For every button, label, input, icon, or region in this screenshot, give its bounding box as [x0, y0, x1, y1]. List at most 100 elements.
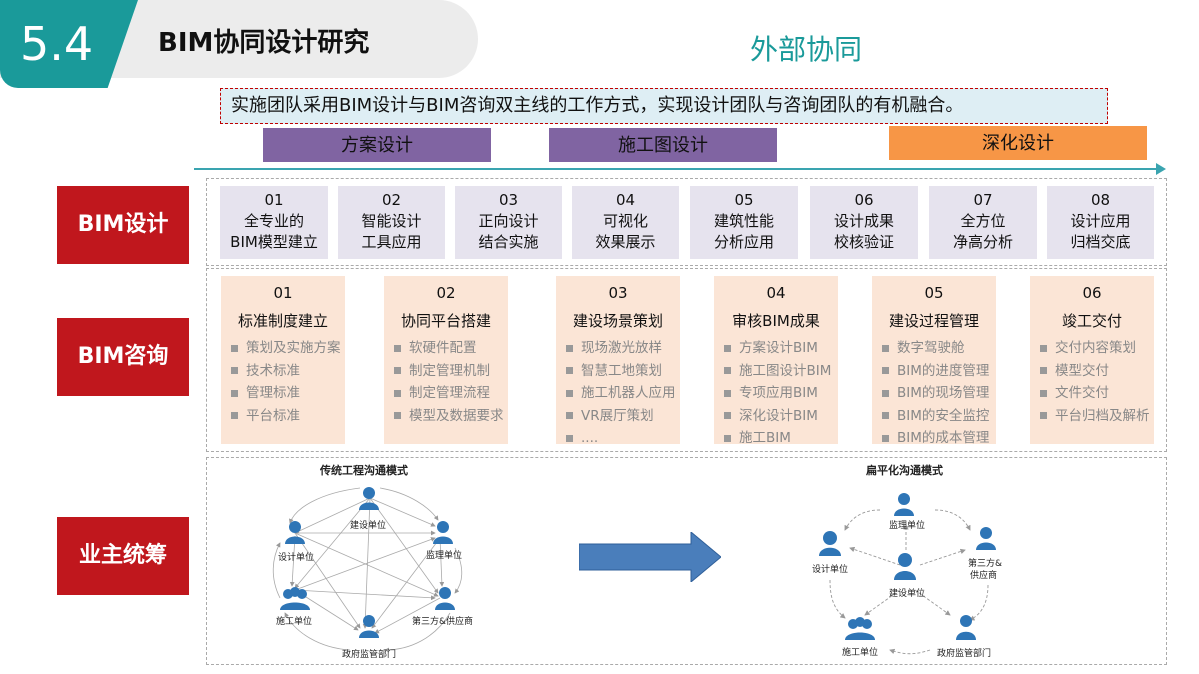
bim-design-card: 04 可视化 效果展示 [572, 186, 679, 259]
timeline-line [194, 168, 1158, 170]
bim-design-card: 06 设计成果 校核验证 [810, 186, 918, 259]
card-line2: 工具应用 [361, 233, 422, 251]
row-label-owner: 业主统筹 [57, 517, 189, 595]
card-line2: 归档交底 [1070, 233, 1131, 251]
card-number: 04 [766, 284, 786, 302]
page-subtitle: 外部协同 [750, 33, 863, 66]
group-icon [280, 587, 310, 610]
list-item: 智慧工地策划 [566, 360, 680, 383]
timeline-arrow-icon [1156, 163, 1166, 175]
bim-design-card: 05 建筑性能 分析应用 [690, 186, 798, 259]
card-line1: 设计成果 [833, 212, 894, 230]
node-label: 监理单位 [889, 521, 926, 531]
list-item: 技术标准 [231, 360, 345, 383]
node-label: 设计单位 [812, 565, 849, 575]
list-item: 施工机器人应用 [566, 382, 680, 405]
card-line1: 正向设计 [478, 212, 539, 230]
card-number: 03 [498, 191, 519, 209]
node-label: 建设单位 [350, 521, 387, 531]
node-label: 施工单位 [842, 648, 879, 658]
intro-banner: 实施团队采用BIM设计与BIM咨询双主线的工作方式，实现设计团队与咨询团队的有机… [220, 88, 1108, 124]
page-title: BIM协同设计研究 [158, 28, 370, 58]
node-label: 政府监管部门 [937, 649, 992, 659]
card-title: 建设过程管理 [888, 312, 979, 330]
list-item: 制定管理机制 [394, 360, 508, 383]
list-item: BIM的现场管理 [882, 382, 996, 405]
card-line2: 结合实施 [478, 233, 539, 251]
list-item: VR展厅策划 [566, 405, 680, 428]
card-line2: 效果展示 [595, 233, 656, 251]
phase-detailed-design: 深化设计 [889, 126, 1147, 160]
person-icon [285, 521, 305, 544]
list-item: 施工图设计BIM [724, 360, 838, 383]
list-item: 模型交付 [1040, 360, 1154, 383]
card-number: 07 [973, 191, 993, 209]
card-number: 01 [264, 191, 284, 209]
group-icon [845, 617, 875, 640]
card-line1: 可视化 [602, 212, 648, 230]
person-icon [359, 615, 379, 638]
list-item: 制定管理流程 [394, 382, 508, 405]
card-title: 审核BIM成果 [732, 312, 820, 330]
node-label: 供应商 [970, 571, 998, 581]
card-title: 标准制度建立 [237, 312, 328, 330]
list-item: 深化设计BIM [724, 405, 838, 428]
person-icon [359, 487, 379, 510]
list-item: 文件交付 [1040, 382, 1154, 405]
card-line1: 全专业的 [243, 212, 304, 230]
list-item: BIM的成本管理 [882, 427, 996, 450]
traditional-title: 传统工程沟通模式 [320, 464, 408, 477]
consulting-card: 02 协同平台搭建 软硬件配置 制定管理机制 制定管理流程 模型及数据要求 [384, 276, 508, 444]
consulting-card: 01 标准制度建立 策划及实施方案 技术标准 管理标准 平台标准 [221, 276, 345, 444]
list-item: 交付内容策划 [1040, 337, 1154, 360]
right-arrow-icon [579, 532, 721, 582]
traditional-diagram [272, 487, 463, 653]
bim-design-container [206, 178, 1167, 266]
node-label: 监理单位 [426, 551, 463, 561]
card-line2: BIM模型建立 [230, 233, 318, 251]
card-line1: 设计应用 [1070, 212, 1131, 230]
person-icon [435, 587, 455, 610]
row-label-bim-consulting: BIM咨询 [57, 318, 189, 396]
list-item: .... [566, 427, 680, 450]
card-title: 建设场景策划 [572, 312, 663, 330]
list-item: 平台归档及解析 [1040, 405, 1154, 428]
person-icon [894, 493, 914, 516]
card-line2: 净高分析 [952, 233, 1013, 251]
center-node-label: 建设单位 [889, 589, 926, 599]
card-number: 05 [924, 284, 944, 302]
bim-design-card: 03 正向设计 结合实施 [455, 186, 562, 259]
bim-design-card: 02 智能设计 工具应用 [338, 186, 445, 259]
list-item: 数字驾驶舱 [882, 337, 996, 360]
bim-design-card: 01 全专业的 BIM模型建立 [220, 186, 328, 259]
card-number: 03 [608, 284, 628, 302]
card-number: 01 [273, 284, 293, 302]
phase-scheme-design: 方案设计 [263, 128, 491, 162]
person-icon [894, 553, 916, 580]
card-line1: 全方位 [960, 212, 1006, 230]
card-number: 06 [1082, 284, 1102, 302]
node-label: 第三方& [968, 559, 1003, 569]
list-item: 方案设计BIM [724, 337, 838, 360]
phase-construction-drawing: 施工图设计 [549, 128, 777, 162]
list-item: 软硬件配置 [394, 337, 508, 360]
person-icon [433, 521, 453, 544]
card-number: 05 [734, 191, 754, 209]
card-line2: 校核验证 [833, 233, 894, 251]
list-item: 平台标准 [231, 405, 345, 428]
list-item: 管理标准 [231, 382, 345, 405]
bim-design-card: 08 设计应用 归档交底 [1047, 186, 1154, 259]
bim-design-card: 07 全方位 净高分析 [929, 186, 1037, 259]
card-title: 协同平台搭建 [400, 312, 491, 330]
card-number: 02 [381, 191, 402, 209]
flat-diagram [829, 509, 989, 655]
list-item: 现场激光放样 [566, 337, 680, 360]
consulting-card: 03 建设场景策划 现场激光放样 智慧工地策划 施工机器人应用 VR展厅策划 .… [556, 276, 680, 446]
row-label-bim-design: BIM设计 [57, 186, 189, 264]
card-title: 竣工交付 [1061, 312, 1122, 330]
consulting-card: 04 审核BIM成果 方案设计BIM 施工图设计BIM 专项应用BIM 深化设计… [714, 276, 838, 446]
node-label: 施工单位 [276, 617, 313, 627]
card-number: 08 [1090, 191, 1111, 209]
card-line2: 分析应用 [713, 233, 774, 251]
flat-title: 扁平化沟通模式 [866, 464, 943, 477]
